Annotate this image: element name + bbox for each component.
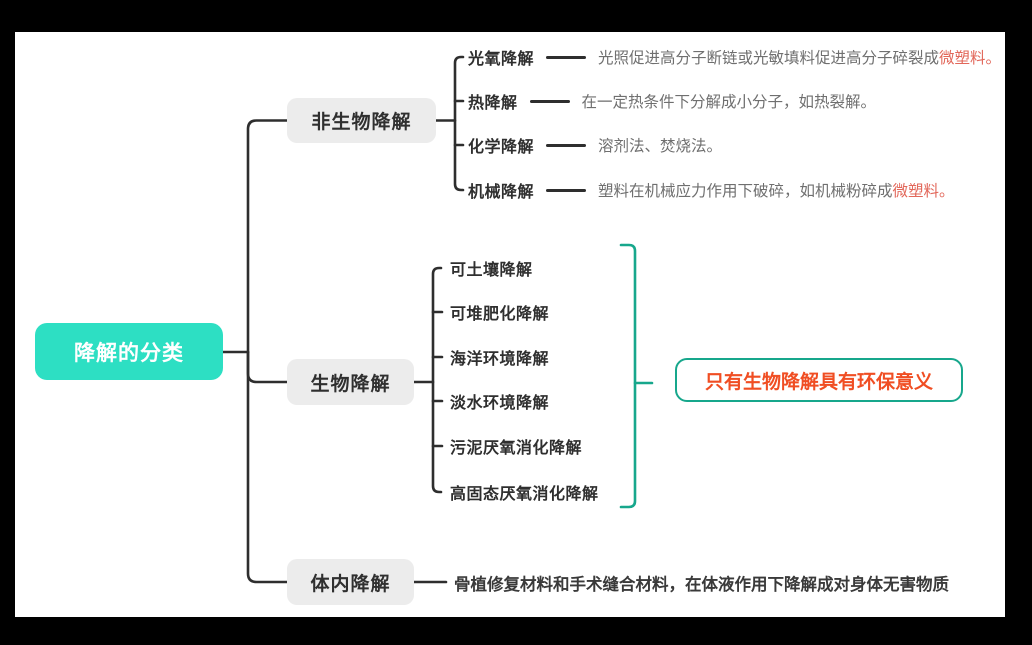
dash-connector [546, 143, 587, 147]
dash-connector [546, 188, 587, 192]
leaf-description-highlight: 微塑料。 [892, 183, 955, 200]
leaf-label: 光氧降解 [468, 51, 535, 68]
leaf-label: 化学降解 [468, 139, 535, 156]
dash-connector [546, 55, 587, 59]
leaf-label: 热降解 [468, 95, 518, 112]
leaf-label: 机械降解 [468, 184, 535, 201]
dash-connector [529, 99, 570, 103]
leaf-label: 可堆肥化降解 [450, 306, 550, 323]
leaf-description: 在一定热条件下分解成小分子，如热裂解。 [581, 94, 877, 111]
note-box-label: 只有生物降解具有环保意义 [704, 371, 933, 393]
leaf-label: 可土壤降解 [450, 262, 533, 279]
leaf-row-thermal[interactable]: 热降解 在一定热条件下分解成小分子，如热裂解。 [468, 89, 876, 113]
leaf-node-compostable[interactable]: 可堆肥化降解 [450, 300, 549, 324]
leaf-node-soil[interactable]: 可土壤降解 [450, 256, 533, 280]
root-node-label: 降解的分类 [74, 341, 184, 365]
invivo-description: 骨植修复材料和手术缝合材料，在体液作用下降解成对身体无害物质 [454, 576, 949, 594]
leaf-description: 光照促进高分子断链或光敏填料促进高分子碎裂成微塑料。 [598, 50, 1002, 67]
branch-node-invivo-label: 体内降解 [310, 573, 391, 595]
leaf-label: 污泥厌氧消化降解 [450, 440, 583, 457]
leaf-row-chemical[interactable]: 化学降解 溶剂法、焚烧法。 [468, 133, 722, 157]
root-node[interactable]: 降解的分类 [35, 323, 223, 380]
leaf-row-photo-oxidative[interactable]: 光氧降解 光照促进高分子断链或光敏填料促进高分子碎裂成微塑料。 [468, 45, 1001, 69]
leaf-label: 淡水环境降解 [450, 395, 550, 412]
leaf-node-high-solids-anaerobic[interactable]: 高固态厌氧消化降解 [450, 480, 599, 504]
leaf-row-mechanical[interactable]: 机械降解 塑料在机械应力作用下破碎，如机械粉碎成微塑料。 [468, 178, 955, 202]
branch-node-abiotic[interactable]: 非生物降解 [287, 98, 436, 143]
leaf-label: 海洋环境降解 [450, 351, 550, 368]
leaf-label: 高固态厌氧消化降解 [450, 486, 599, 503]
leaf-description-highlight: 微塑料。 [939, 50, 1002, 67]
leaf-description: 溶剂法、焚烧法。 [598, 138, 723, 155]
leaf-node-sludge-anaerobic[interactable]: 污泥厌氧消化降解 [450, 434, 582, 458]
branch-node-invivo[interactable]: 体内降解 [287, 559, 414, 605]
note-box-eco-significance[interactable]: 只有生物降解具有环保意义 [675, 358, 963, 402]
branch-node-abiotic-label: 非生物降解 [311, 112, 412, 133]
branch-node-biodegradation-label: 生物降解 [310, 373, 391, 395]
leaf-node-freshwater[interactable]: 淡水环境降解 [450, 389, 549, 413]
leaf-description: 塑料在机械应力作用下破碎，如机械粉碎成微塑料。 [598, 183, 955, 200]
branch-node-biodegradation[interactable]: 生物降解 [287, 359, 414, 405]
leaf-node-marine[interactable]: 海洋环境降解 [450, 345, 549, 369]
